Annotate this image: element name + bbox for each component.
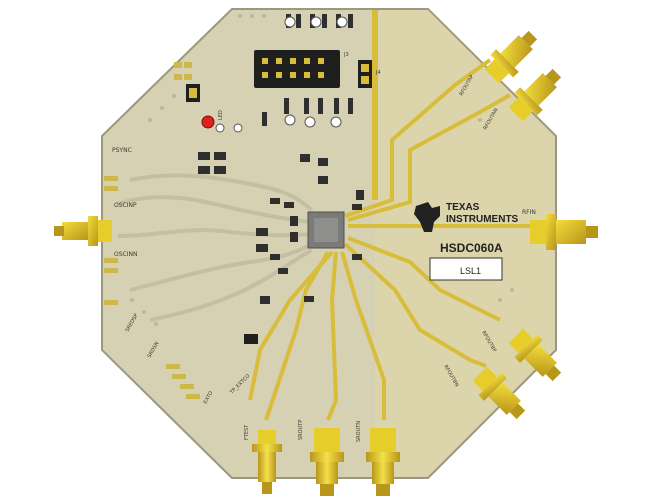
label-psync: PSYNC (112, 147, 132, 154)
white-caps (215, 16, 348, 133)
label-oscinp: OSCINP (114, 202, 137, 209)
j3-header (254, 50, 340, 88)
rf-traces (248, 58, 540, 421)
label-j4: J4 (375, 70, 381, 76)
label-ftest: FTEST (244, 424, 250, 440)
sma-connector-rfoutbn (472, 366, 526, 420)
brand-line2: INSTRUMENTS (446, 214, 519, 225)
ftest-header (244, 334, 258, 344)
right-pour (375, 10, 554, 476)
label-rfin: RFIN (522, 209, 536, 216)
brand-line1: TEXAS (446, 202, 480, 213)
label-exto: EXTO (203, 390, 215, 405)
gold-strip (372, 10, 378, 200)
sma-connector-rfoutan (508, 68, 562, 122)
label-box (429, 257, 503, 281)
sma-connector-ftest (252, 430, 282, 494)
sma-connector-sroutn (366, 428, 400, 496)
sma-connector-oscinp (54, 216, 112, 246)
label-led: LED (218, 110, 224, 120)
sma-connector-sroutp (310, 428, 344, 496)
part-name: HSDC060A (440, 241, 503, 255)
label-sroutp: SROUTP (298, 420, 304, 440)
label-box-text: LSL1 (460, 266, 481, 276)
sma-connector-rfin (530, 214, 598, 250)
sma-connector-rfoutap (484, 30, 538, 84)
label-sroutn: SROUTN (356, 421, 362, 442)
j4-jumper (358, 60, 372, 88)
label-j3: J3 (343, 52, 349, 58)
vias (130, 14, 514, 326)
power-jumper (186, 84, 200, 102)
ti-logo (414, 202, 440, 232)
sma-connector-rfoutbp (508, 328, 562, 382)
left-edge-pads (104, 62, 200, 399)
red-led (201, 115, 215, 129)
smd-parts (198, 152, 364, 304)
label-oscinn: OSCINN (114, 251, 137, 258)
center-ic (307, 211, 345, 249)
